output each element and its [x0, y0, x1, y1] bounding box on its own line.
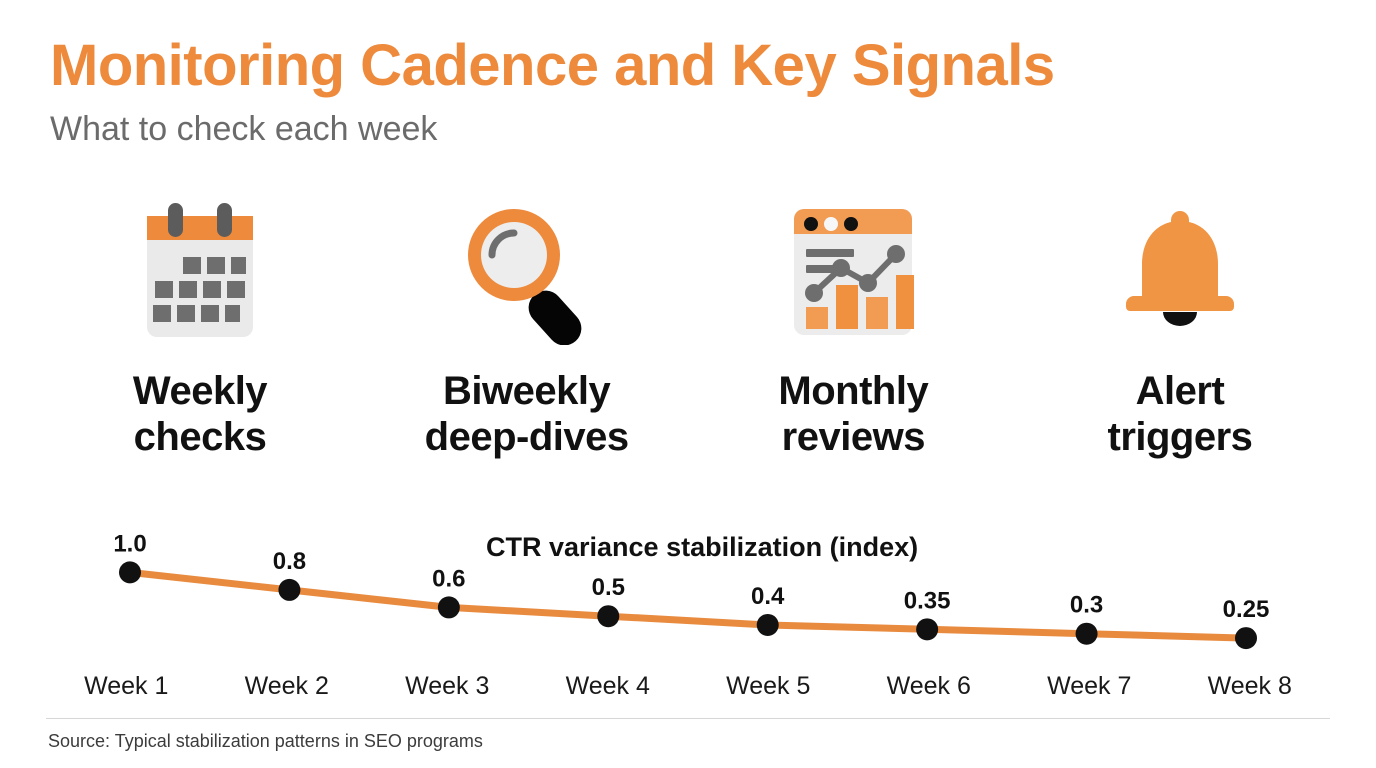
chart-line [126, 568, 1250, 642]
chart-marker [1075, 622, 1098, 645]
chart-x-label: Week 6 [886, 672, 971, 700]
card-line-2: reviews [781, 415, 926, 460]
footer-divider [46, 718, 1330, 719]
calendar-icon [125, 196, 275, 346]
chart-x-label: Week 1 [84, 672, 169, 700]
chart-point-label: 0.25 [1223, 596, 1270, 623]
chart-marker [437, 596, 460, 619]
chart-x-label: Week 8 [1207, 672, 1292, 700]
chart-x-label: Week 3 [405, 672, 490, 700]
card-label-biweekly-deep-dives: Biweekly deep-dives [425, 368, 629, 461]
chart-point-label: 0.6 [432, 565, 465, 592]
card-label-weekly-checks: Weekly checks [132, 368, 268, 461]
card-line-2: triggers [1107, 415, 1253, 460]
chart-marker [597, 605, 620, 628]
chart-point-labels: 1.0 0.8 0.6 0.5 0.4 0.35 0.3 0.25 [113, 530, 1269, 623]
card-weekly-checks[interactable]: Weekly checks [50, 196, 350, 461]
source-note: Source: Typical stabilization patterns i… [48, 731, 483, 751]
card-label-alert-triggers: Alert triggers [1108, 368, 1253, 461]
card-biweekly-deep-dives[interactable]: Biweekly deep-dives [377, 196, 677, 461]
magnifier-icon [452, 196, 602, 346]
dashboard-icon [778, 196, 928, 346]
chart-x-label: Week 5 [726, 672, 811, 700]
chart-point-label: 0.35 [904, 587, 951, 614]
card-monthly-reviews[interactable]: Monthly reviews [703, 196, 1003, 461]
card-label-monthly-reviews: Monthly reviews [778, 368, 928, 461]
page-subtitle: What to check each week [50, 109, 438, 148]
chart-marker [916, 618, 939, 641]
chart-marker [1235, 627, 1257, 650]
chart-x-label: Week 7 [1047, 672, 1132, 700]
card-alert-triggers[interactable]: Alert triggers [1030, 196, 1330, 461]
chart-plot: 1.0 0.8 0.6 0.5 0.4 0.35 0.3 0.25 [113, 530, 1269, 650]
card-line-1: Alert [1135, 369, 1225, 413]
card-line-1: Monthly [778, 369, 929, 413]
chart-point-label: 0.4 [751, 583, 785, 610]
ctr-variance-chart: CTR variance stabilization (index) 1.0 0.… [46, 520, 1330, 700]
cadence-cards: Weekly checks Biweekly deep-dives [50, 196, 1330, 461]
chart-x-label: Week 4 [565, 672, 650, 700]
card-line-2: checks [133, 415, 267, 460]
card-line-1: Weekly [132, 369, 268, 413]
chart-point-label: 1.0 [113, 530, 146, 557]
bell-icon [1105, 196, 1255, 346]
chart-marker [119, 561, 141, 584]
card-line-1: Biweekly [443, 369, 611, 413]
card-line-2: deep-dives [424, 415, 629, 460]
header: Monitoring Cadence and Key Signals What … [50, 33, 1340, 148]
chart-marker [756, 613, 779, 636]
chart-marker [278, 578, 301, 601]
chart-point-label: 0.5 [592, 574, 625, 601]
chart-title: CTR variance stabilization (index) [486, 532, 919, 562]
chart-x-axis-labels: Week 1 Week 2 Week 3 Week 4 Week 5 Week 6 Week… [46, 672, 1330, 701]
chart-markers [119, 561, 1257, 650]
chart-point-label: 0.3 [1070, 592, 1103, 619]
chart-x-label: Week 2 [244, 672, 329, 700]
page-title: Monitoring Cadence and Key Signals [50, 33, 1055, 98]
chart-point-label: 0.8 [273, 548, 306, 575]
